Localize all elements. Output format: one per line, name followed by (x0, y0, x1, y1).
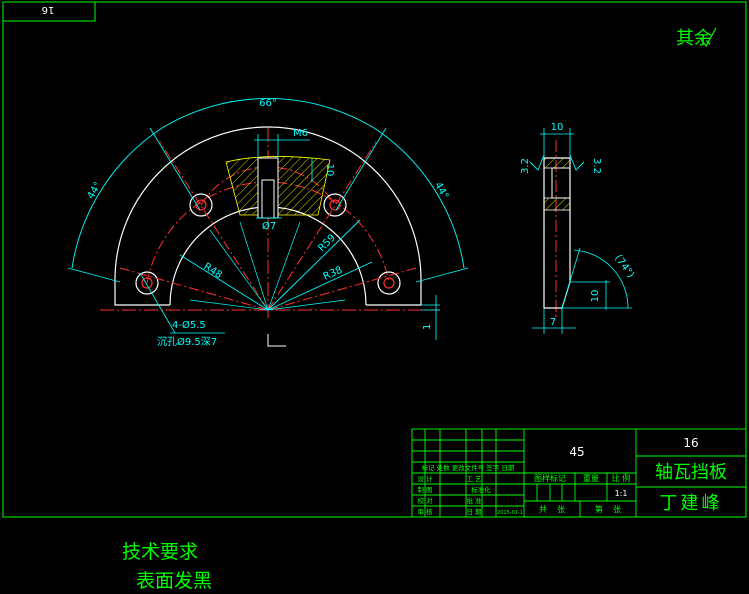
rough-symbol-right (569, 154, 585, 171)
hole-top-left-outer (189, 193, 213, 217)
angle-ext-left-top (149, 127, 201, 211)
side-hatch-top (543, 157, 571, 169)
tb-label-approve: 批 准 (466, 496, 482, 505)
tb-label-date: 日 期 (466, 508, 482, 516)
dim-hole-dia: Ø7 (262, 220, 276, 232)
hole-bottom-left-inner (141, 277, 153, 289)
dim-side-angle: (74°) (612, 253, 636, 280)
tb-label-std: 标准化 (471, 485, 491, 494)
holes-note-leader (139, 272, 176, 334)
dim-rough-left: 3.2 (520, 158, 531, 174)
tb-label-stage: 图样标记 (534, 473, 566, 483)
side-angle-ext (561, 247, 581, 309)
radial-dim-2 (239, 221, 269, 311)
ucs-marker (267, 334, 286, 347)
tb-label-scale: 比 例 (612, 473, 631, 483)
dim-angle-right: 44° (432, 180, 450, 201)
dim-one: 1 (422, 324, 433, 330)
side-view: 10 3.2 3.2 10 (74°) 7 (520, 122, 636, 334)
dim-side-width: 10 (551, 122, 564, 133)
dim-side-7: 7 (550, 317, 556, 328)
tb-drawing-no: 16 (683, 436, 698, 450)
dim-angle-left: 44° (86, 180, 104, 201)
dim-thread: M6 (293, 128, 308, 139)
dim-holes-count: 4-Ø5.5 (172, 319, 206, 331)
dim-side-10: 10 (590, 290, 601, 303)
tb-rev-header: 标记 处数 更改文件号 签字 日期 (422, 463, 515, 472)
radial-dim-1 (209, 229, 269, 311)
r59-leader (267, 219, 361, 311)
hole-top-left-inner (195, 199, 207, 211)
hole-top-right-outer (323, 193, 347, 217)
tb-label-check: 校 对 (417, 496, 433, 505)
front-view: 66° 44° 44° R48 R59 R38 M6 10 Ø7 4-Ø5.5 … (67, 98, 469, 348)
r38-leader (267, 261, 373, 311)
part-outer-arc (114, 126, 422, 281)
tb-label-draw: 制 图 (417, 485, 432, 494)
corner-tag-box (2, 1, 96, 22)
tb-part-name: 轴瓦挡板 (655, 462, 727, 483)
side-hole (551, 167, 571, 199)
angle-dim-arc-top (161, 98, 375, 129)
radial-line-4 (267, 267, 417, 311)
tb-quantity: 45 (569, 445, 584, 459)
hole-bottom-left-outer (135, 271, 159, 295)
dim-angle-top: 66° (259, 98, 277, 109)
angle-dim-arc-left (71, 127, 163, 269)
side-angle-arc (573, 249, 629, 309)
tb-label-audit: 审 核 (417, 507, 433, 516)
dim-depth: 10 (324, 164, 335, 177)
tech-req-item: 表面发黑 (136, 570, 212, 592)
radial-dim-5 (267, 299, 346, 311)
hole-bottom-right-inner (383, 277, 395, 289)
tb-date-value: 2015-01-1 (497, 510, 523, 516)
tb-scale: 1:1 (615, 489, 628, 498)
part-left-foot (114, 280, 170, 306)
tb-label-weight: 重量 (583, 473, 599, 483)
dim-r59: R59 (316, 232, 338, 254)
side-profile (543, 157, 571, 309)
radial-line-1 (159, 141, 269, 311)
dim-rough-right: 3.2 (591, 158, 602, 174)
drawing-border (2, 1, 747, 518)
tb-label-total: 共 张 (539, 505, 565, 514)
hole-bottom-right-outer (377, 271, 401, 295)
roughness-symbol (699, 27, 717, 48)
rough-symbol-left (529, 154, 545, 171)
r48-leader (179, 254, 269, 311)
radial-line-3 (119, 267, 269, 311)
tb-designer-name: 丁建峰 (660, 493, 723, 514)
angle-ext-left-bottom (67, 267, 121, 283)
tb-label-design: 设 计 (417, 474, 433, 483)
roughness-note: 其余 (676, 28, 712, 49)
angle-ext-right-top (335, 127, 387, 211)
tb-label-sheet: 第 张 (595, 504, 621, 514)
tech-req-title: 技术要求 (122, 541, 198, 563)
corner-tag-text: 16 (42, 4, 55, 15)
dim-r48: R48 (201, 261, 224, 281)
thread-hole-section (257, 157, 279, 219)
dim-counterbore: 沉孔Ø9.5深7 (157, 335, 217, 348)
radial-dim-4 (189, 299, 269, 311)
side-hatch-bottom (543, 197, 571, 211)
radial-line-2 (267, 141, 377, 311)
title-block (411, 428, 747, 518)
hole-top-right-inner (329, 199, 341, 211)
angle-ext-right-bottom (415, 267, 469, 283)
angle-dim-arc-right (373, 127, 465, 269)
radial-dim-3 (267, 221, 301, 311)
tb-label-process: 工 艺 (466, 475, 482, 483)
